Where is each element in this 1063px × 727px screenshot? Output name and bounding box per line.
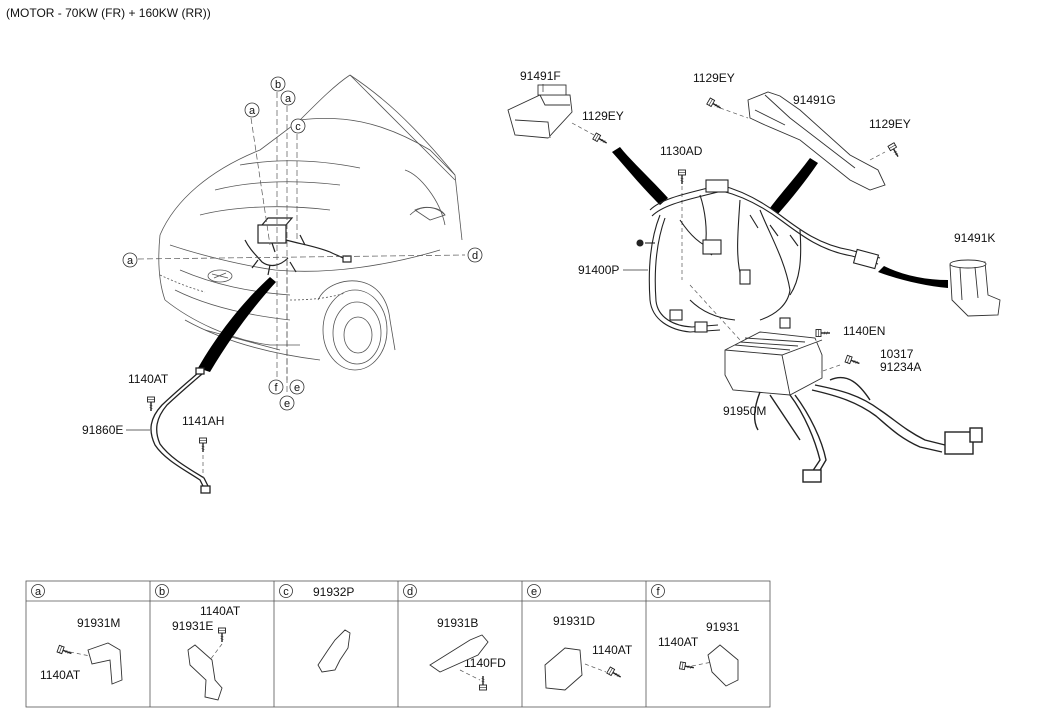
marker-c-top: c — [295, 121, 301, 133]
marker-f-bottom: f — [274, 382, 278, 394]
callout-1130ad: 1130AD — [660, 144, 703, 158]
panel-c-content — [317, 629, 351, 673]
panel-f-part-1140at: 1140AT — [658, 635, 699, 649]
callout-1141ah: 1141AH — [182, 414, 224, 428]
harness-in-vehicle — [244, 217, 352, 276]
panel-e-letter: e — [531, 586, 537, 598]
bolt-1130ad — [677, 169, 687, 185]
boot-91491k — [949, 259, 1001, 317]
marker-a-top2: a — [285, 93, 292, 105]
panel-d-part-1140fd: 1140FD — [464, 656, 506, 670]
bolt-1129ey-c — [887, 142, 902, 160]
panel-b-part-91931e: 91931E — [172, 619, 213, 633]
junction-box-91950m — [724, 331, 823, 396]
marker-b-top: b — [275, 79, 281, 91]
panel-e-part-91931d: 91931D — [553, 614, 595, 628]
bolt-10317 — [844, 354, 862, 368]
bolt-1129ey-b — [706, 97, 724, 112]
panel-b-letter: b — [159, 586, 165, 598]
panel-headers: a b c 91932P d e f — [31, 584, 665, 599]
panel-b-part-1140at: 1140AT — [200, 604, 241, 618]
callout-91234a: 91234A — [880, 360, 921, 374]
panel-a-part-91931m: 91931M — [77, 616, 120, 630]
panel-d-part-91931b: 91931B — [437, 616, 478, 630]
panel-a-content: 91931M 1140AT — [40, 616, 123, 685]
panel-d-letter: d — [407, 586, 413, 598]
bolt-1140en — [815, 328, 831, 338]
callout-1129ey-b: 1129EY — [693, 71, 735, 85]
callout-91860e: 91860E — [82, 423, 123, 437]
protector-91491f — [507, 84, 573, 139]
panel-f-content: 1140AT 91931 — [658, 620, 740, 687]
marker-e-bottom: e — [294, 382, 300, 394]
marker-e-bottom2: e — [284, 398, 290, 410]
panel-f-part-91931: 91931 — [706, 620, 740, 634]
callout-91950m: 91950M — [723, 404, 766, 418]
view-markers: b a a c a d f e e — [122, 76, 483, 411]
panel-c-letter: c — [283, 586, 289, 598]
panel-d-content: 91931B 1140FD — [429, 616, 506, 691]
panel-c-part: 91932P — [313, 585, 354, 599]
pointer-wedge-right — [770, 158, 818, 214]
callout-1129ey-c: 1129EY — [869, 117, 911, 131]
ground-cable-91860e — [150, 367, 211, 494]
detail-panel-table — [25, 580, 771, 708]
diagram-title: (MOTOR - 70KW (FR) + 160KW (RR)) — [6, 6, 211, 20]
panel-e-content: 91931D 1140AT — [544, 614, 633, 691]
callout-91491k: 91491K — [954, 231, 995, 245]
panel-e-part-1140at: 1140AT — [592, 643, 633, 657]
pointer-wedge-91491k — [878, 266, 948, 288]
bolt-1129ey-a — [592, 132, 610, 147]
callout-10317: 10317 — [880, 347, 914, 361]
main-harness-91400p — [636, 179, 881, 333]
callout-1140en: 1140EN — [843, 324, 885, 338]
junction-box-cables — [753, 376, 983, 483]
bolt-1141ah — [198, 437, 208, 453]
marker-a-left: a — [127, 255, 134, 267]
panel-f-letter: f — [656, 586, 660, 598]
marker-a-top: a — [249, 105, 256, 117]
view-leader-lines — [137, 92, 466, 395]
protector-91491g — [747, 91, 886, 191]
callout-91400p: 91400P — [578, 263, 619, 277]
panel-a-part-1140at: 1140AT — [40, 668, 81, 682]
vehicle-front-view — [158, 74, 463, 371]
pointer-wedge-cable — [198, 277, 276, 372]
callout-91491g: 91491G — [793, 93, 836, 107]
panel-b-content: 1140AT 91931E — [172, 604, 241, 701]
marker-d-right: d — [472, 250, 478, 262]
bolt-1140at-cable — [146, 396, 156, 412]
callout-91491f: 91491F — [520, 69, 561, 83]
callout-1129ey-a: 1129EY — [582, 109, 624, 123]
panel-a-letter: a — [35, 586, 42, 598]
callout-1140at: 1140AT — [128, 372, 169, 386]
pointer-wedge-left — [612, 147, 668, 205]
